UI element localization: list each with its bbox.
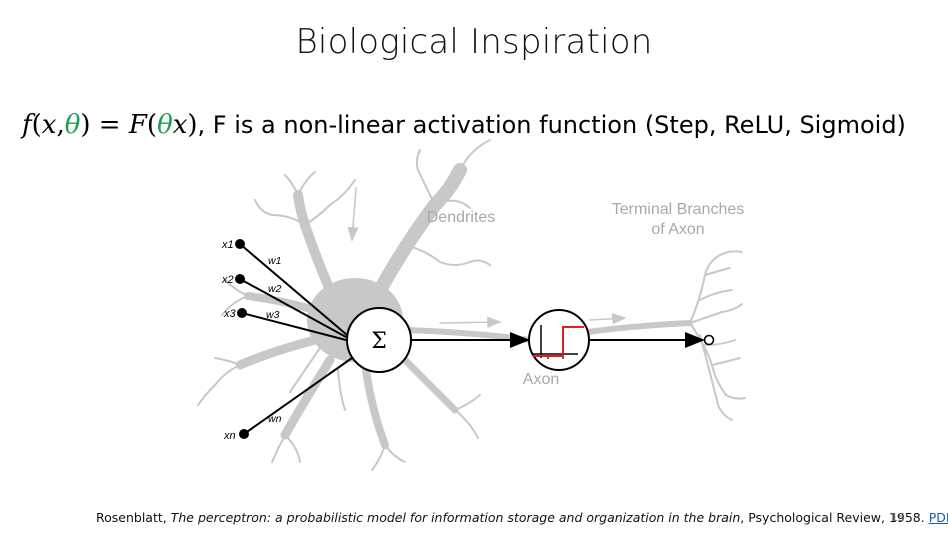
pdf-link[interactable]: PDF [928,510,948,525]
sigma-symbol: Σ [371,329,387,354]
activation-formula: f(x,θ) = F(θx), F is a non-linear activa… [22,110,906,140]
formula-theta: θ [64,110,81,140]
input-label-xn: xn [223,430,236,442]
weight-label-w3: w3 [266,309,280,321]
weight-label-w1: w1 [268,255,281,267]
input-node-x2 [235,274,245,284]
formula-theta2: θ [157,110,173,140]
input-label-x2: x2 [221,274,234,286]
citation-authors: Rosenblatt, [96,510,171,525]
terminal-branches-label-line1: Terminal Branches [612,201,745,218]
formula-lparen2: ( [146,110,158,140]
input-connections [239,243,353,435]
input-node-x1 [235,239,245,249]
input-label-x3: x3 [223,308,237,320]
citation: Rosenblatt, The perceptron: a probabilis… [96,510,948,525]
citation-paper-title: The perceptron: a probabilistic model fo… [170,510,741,525]
formula-equals: = [90,110,129,140]
formula-rparen: ) [80,110,91,140]
formula-x: x [41,110,57,140]
formula-math: f(x,θ) = F(θx) [22,110,198,140]
formula-lparen: ( [31,110,42,140]
citation-venue: , Psychological Review, 1958. [740,510,929,525]
axon-label: Axon [523,371,559,388]
formula-f: f [22,110,32,140]
formula-F: F [128,110,147,140]
dendrites-label: Dendrites [427,209,495,226]
formula-rparen2: ) [187,110,198,140]
formula-x2: x [172,110,188,140]
slide-title: Biological Inspiration [295,22,653,62]
page-number: 15 [891,511,905,524]
weight-label-w2: w2 [268,283,282,295]
weight-label-wn: wn [268,413,282,425]
formula-description: , F is a non-linear activation function … [197,111,906,139]
input-node-xn [239,429,249,439]
input-node-x3 [237,308,247,318]
output-node [703,334,715,346]
step-activation-node [528,309,590,371]
terminal-branches-label-line2: of Axon [651,221,704,238]
formula-comma: , [56,110,65,140]
input-label-x1: x1 [221,239,234,251]
